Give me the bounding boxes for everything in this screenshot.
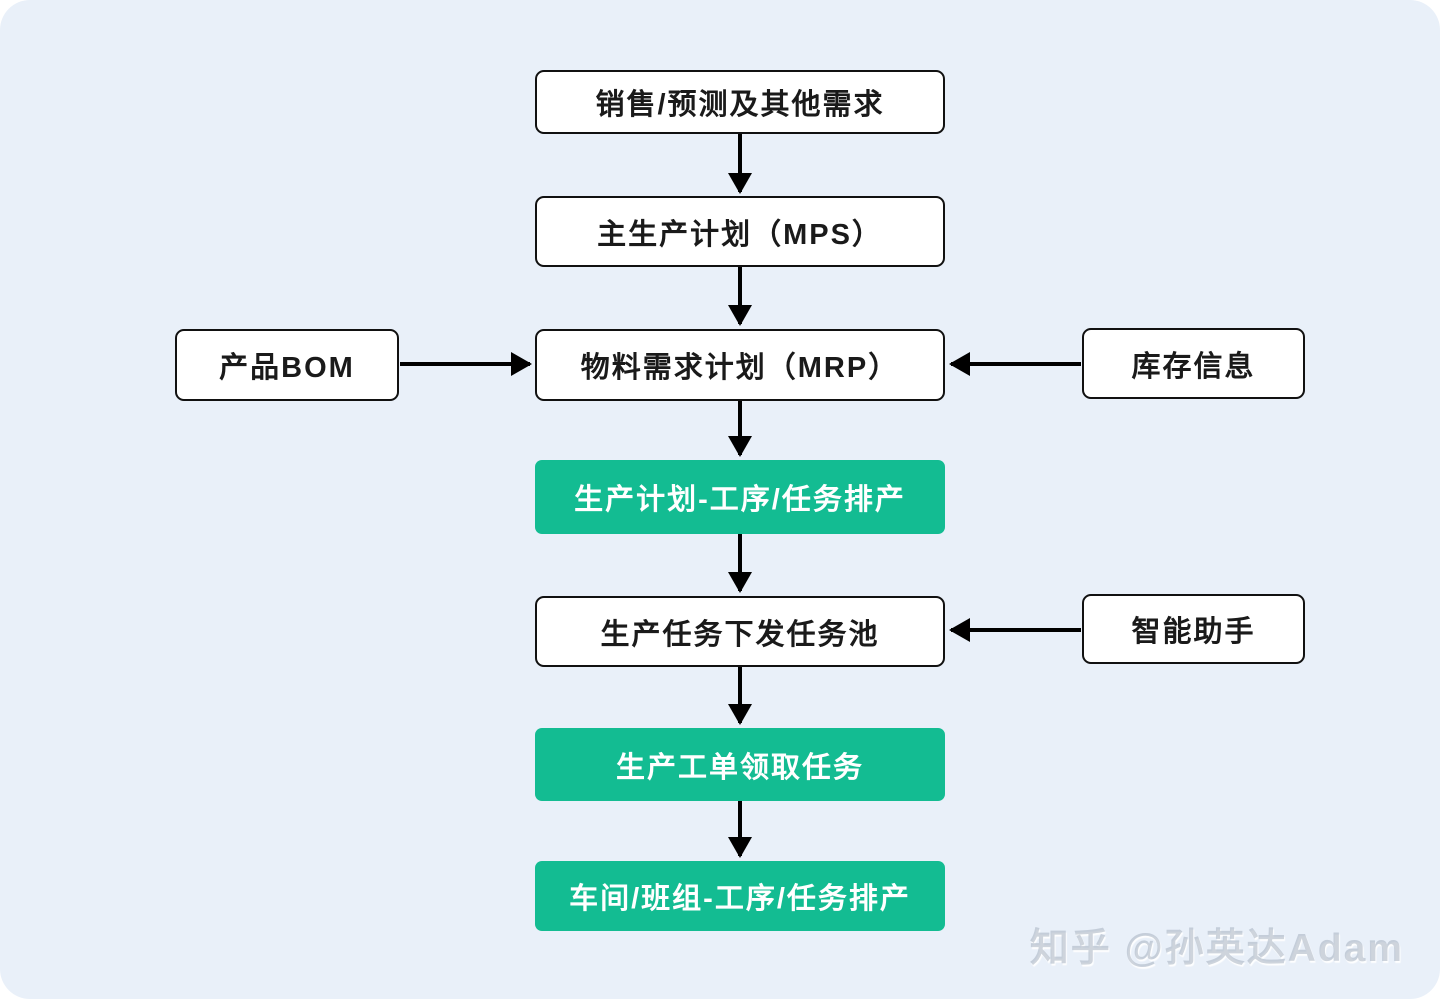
zhihu-watermark: 知乎 @孙英达Adam xyxy=(1029,927,1404,970)
node-material-requirements-planning: 物料需求计划（MRP） xyxy=(535,329,945,401)
node-inventory-info: 库存信息 xyxy=(1082,328,1305,399)
node-workshop-team-scheduling: 车间/班组-工序/任务排产 xyxy=(535,861,945,931)
node-task-pool: 生产任务下发任务池 xyxy=(535,596,945,667)
node-work-order-claim-task: 生产工单领取任务 xyxy=(535,728,945,801)
node-plan-process-task-scheduling: 生产计划-工序/任务排产 xyxy=(535,460,945,534)
node-sales-forecast-demand: 销售/预测及其他需求 xyxy=(535,70,945,134)
node-product-bom: 产品BOM xyxy=(175,329,399,401)
node-master-production-schedule: 主生产计划（MPS） xyxy=(535,196,945,267)
node-smart-assistant: 智能助手 xyxy=(1082,594,1305,664)
